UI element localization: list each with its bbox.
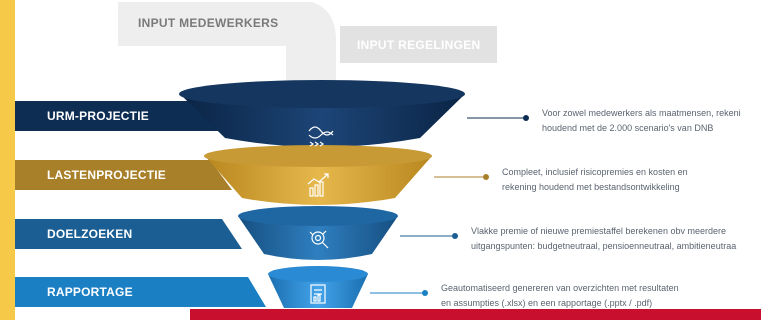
connector-dot-doelzoeken [452,233,458,239]
description-line: Geautomatiseerd genereren van overzichte… [441,283,679,293]
stage-description-rapportage: Geautomatiseerd genereren van overzichte… [441,281,679,311]
description-line: houdend met de 2.000 scenario's van DNB [542,123,714,133]
stage-description-lasten: Compleet, inclusief risicopremies en kos… [502,165,688,195]
stage-band-doelzoeken [15,219,242,249]
connector-dot-rapportage [422,290,428,296]
report-document-icon [310,284,326,304]
description-line: en assumpties (.xlsx) en een rapportage … [441,298,653,308]
stage-band-lasten [15,160,232,190]
funnel-rim-rapportage [268,266,368,282]
left-accent-strip [0,0,15,320]
stage-label-lasten: LASTENPROJECTIE [47,168,167,182]
stage-description-urm: Voor zowel medewerkers als maatmensen, r… [542,106,741,136]
stage-label-doelzoeken: DOELZOEKEN [47,227,133,241]
connector-dot-urm [523,115,529,121]
description-line: Compleet, inclusief risicopremies en kos… [502,167,688,177]
description-line: rekening houdend met bestandsontwikkelin… [502,182,680,192]
funnel-rim-doelzoeken [238,206,398,226]
target-search-icon [309,230,329,249]
stage-description-doelzoeken: Vlakke premie of nieuwe premiestaffel be… [471,224,736,254]
stage-band-urm [15,101,230,131]
input-medewerkers-label: INPUT MEDEWERKERS [138,16,279,30]
description-line: Vlakke premie of nieuwe premiestaffel be… [471,226,726,236]
growth-chart-icon [307,173,329,197]
funnel-rim-lasten [204,145,432,167]
scenario-paths-icon [308,126,334,147]
input-regelingen-label: INPUT REGELINGEN [357,38,481,52]
input-medewerkers-pipe [118,2,336,92]
description-line: Voor zowel medewerkers als maatmensen, r… [542,108,741,118]
stage-label-urm: URM-PROJECTIE [47,109,149,123]
description-line: uitgangspunten: budgetneutraal, pensioen… [471,241,737,251]
input-regelingen-pipe [340,26,497,63]
connector-dot-lasten [483,174,489,180]
bottom-red-bar [190,309,761,320]
funnel-rim-urm [179,80,465,108]
stage-label-rapportage: RAPPORTAGE [47,285,133,299]
stage-band-rapportage [15,277,266,307]
